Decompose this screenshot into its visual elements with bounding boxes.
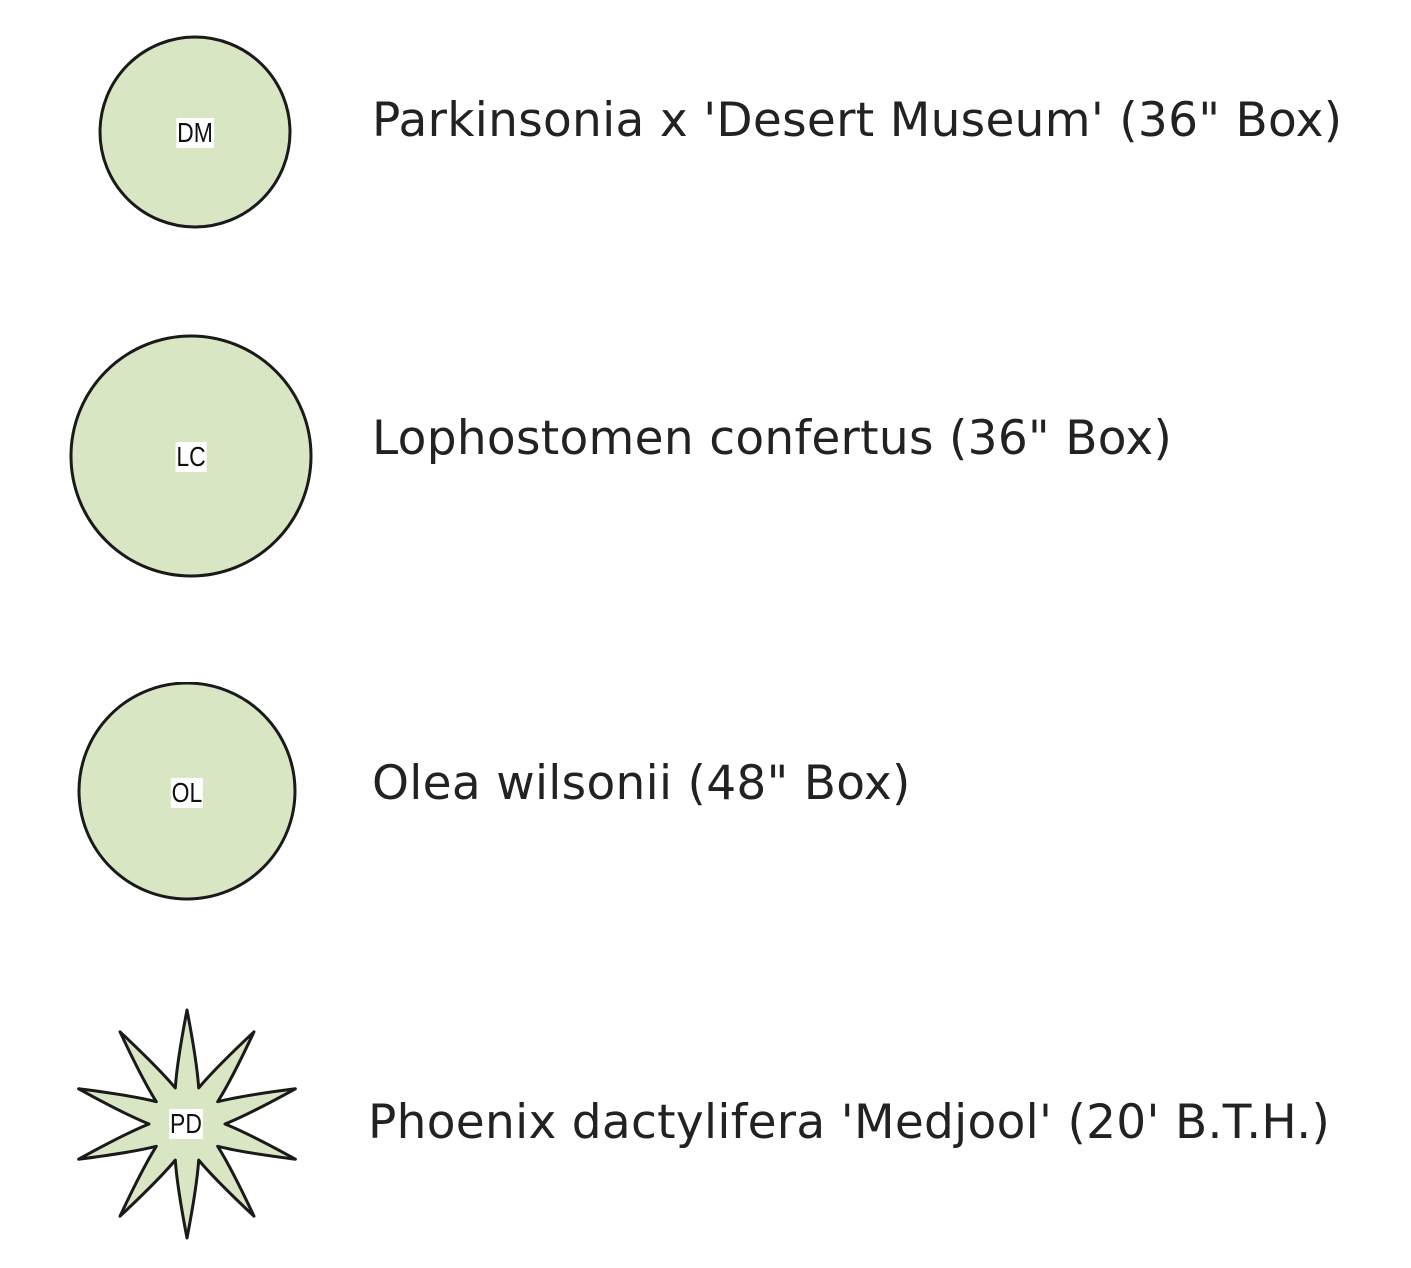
plant-code: OL — [170, 777, 204, 808]
plant-code: DM — [176, 117, 214, 148]
legend-item-dm: DM Parkinsonia x 'Desert Museum' (36" Bo… — [0, 0, 1411, 260]
plant-label: Phoenix dactylifera 'Medjool' (20' B.T.H… — [368, 1095, 1331, 1150]
plant-label: Parkinsonia x 'Desert Museum' (36" Box) — [372, 93, 1343, 148]
plant-label: Lophostomen confertus (36" Box) — [372, 411, 1173, 466]
plant-code: PD — [169, 1108, 203, 1139]
plant-code: LC — [175, 441, 207, 472]
plant-label: Olea wilsonii (48" Box) — [372, 756, 911, 811]
